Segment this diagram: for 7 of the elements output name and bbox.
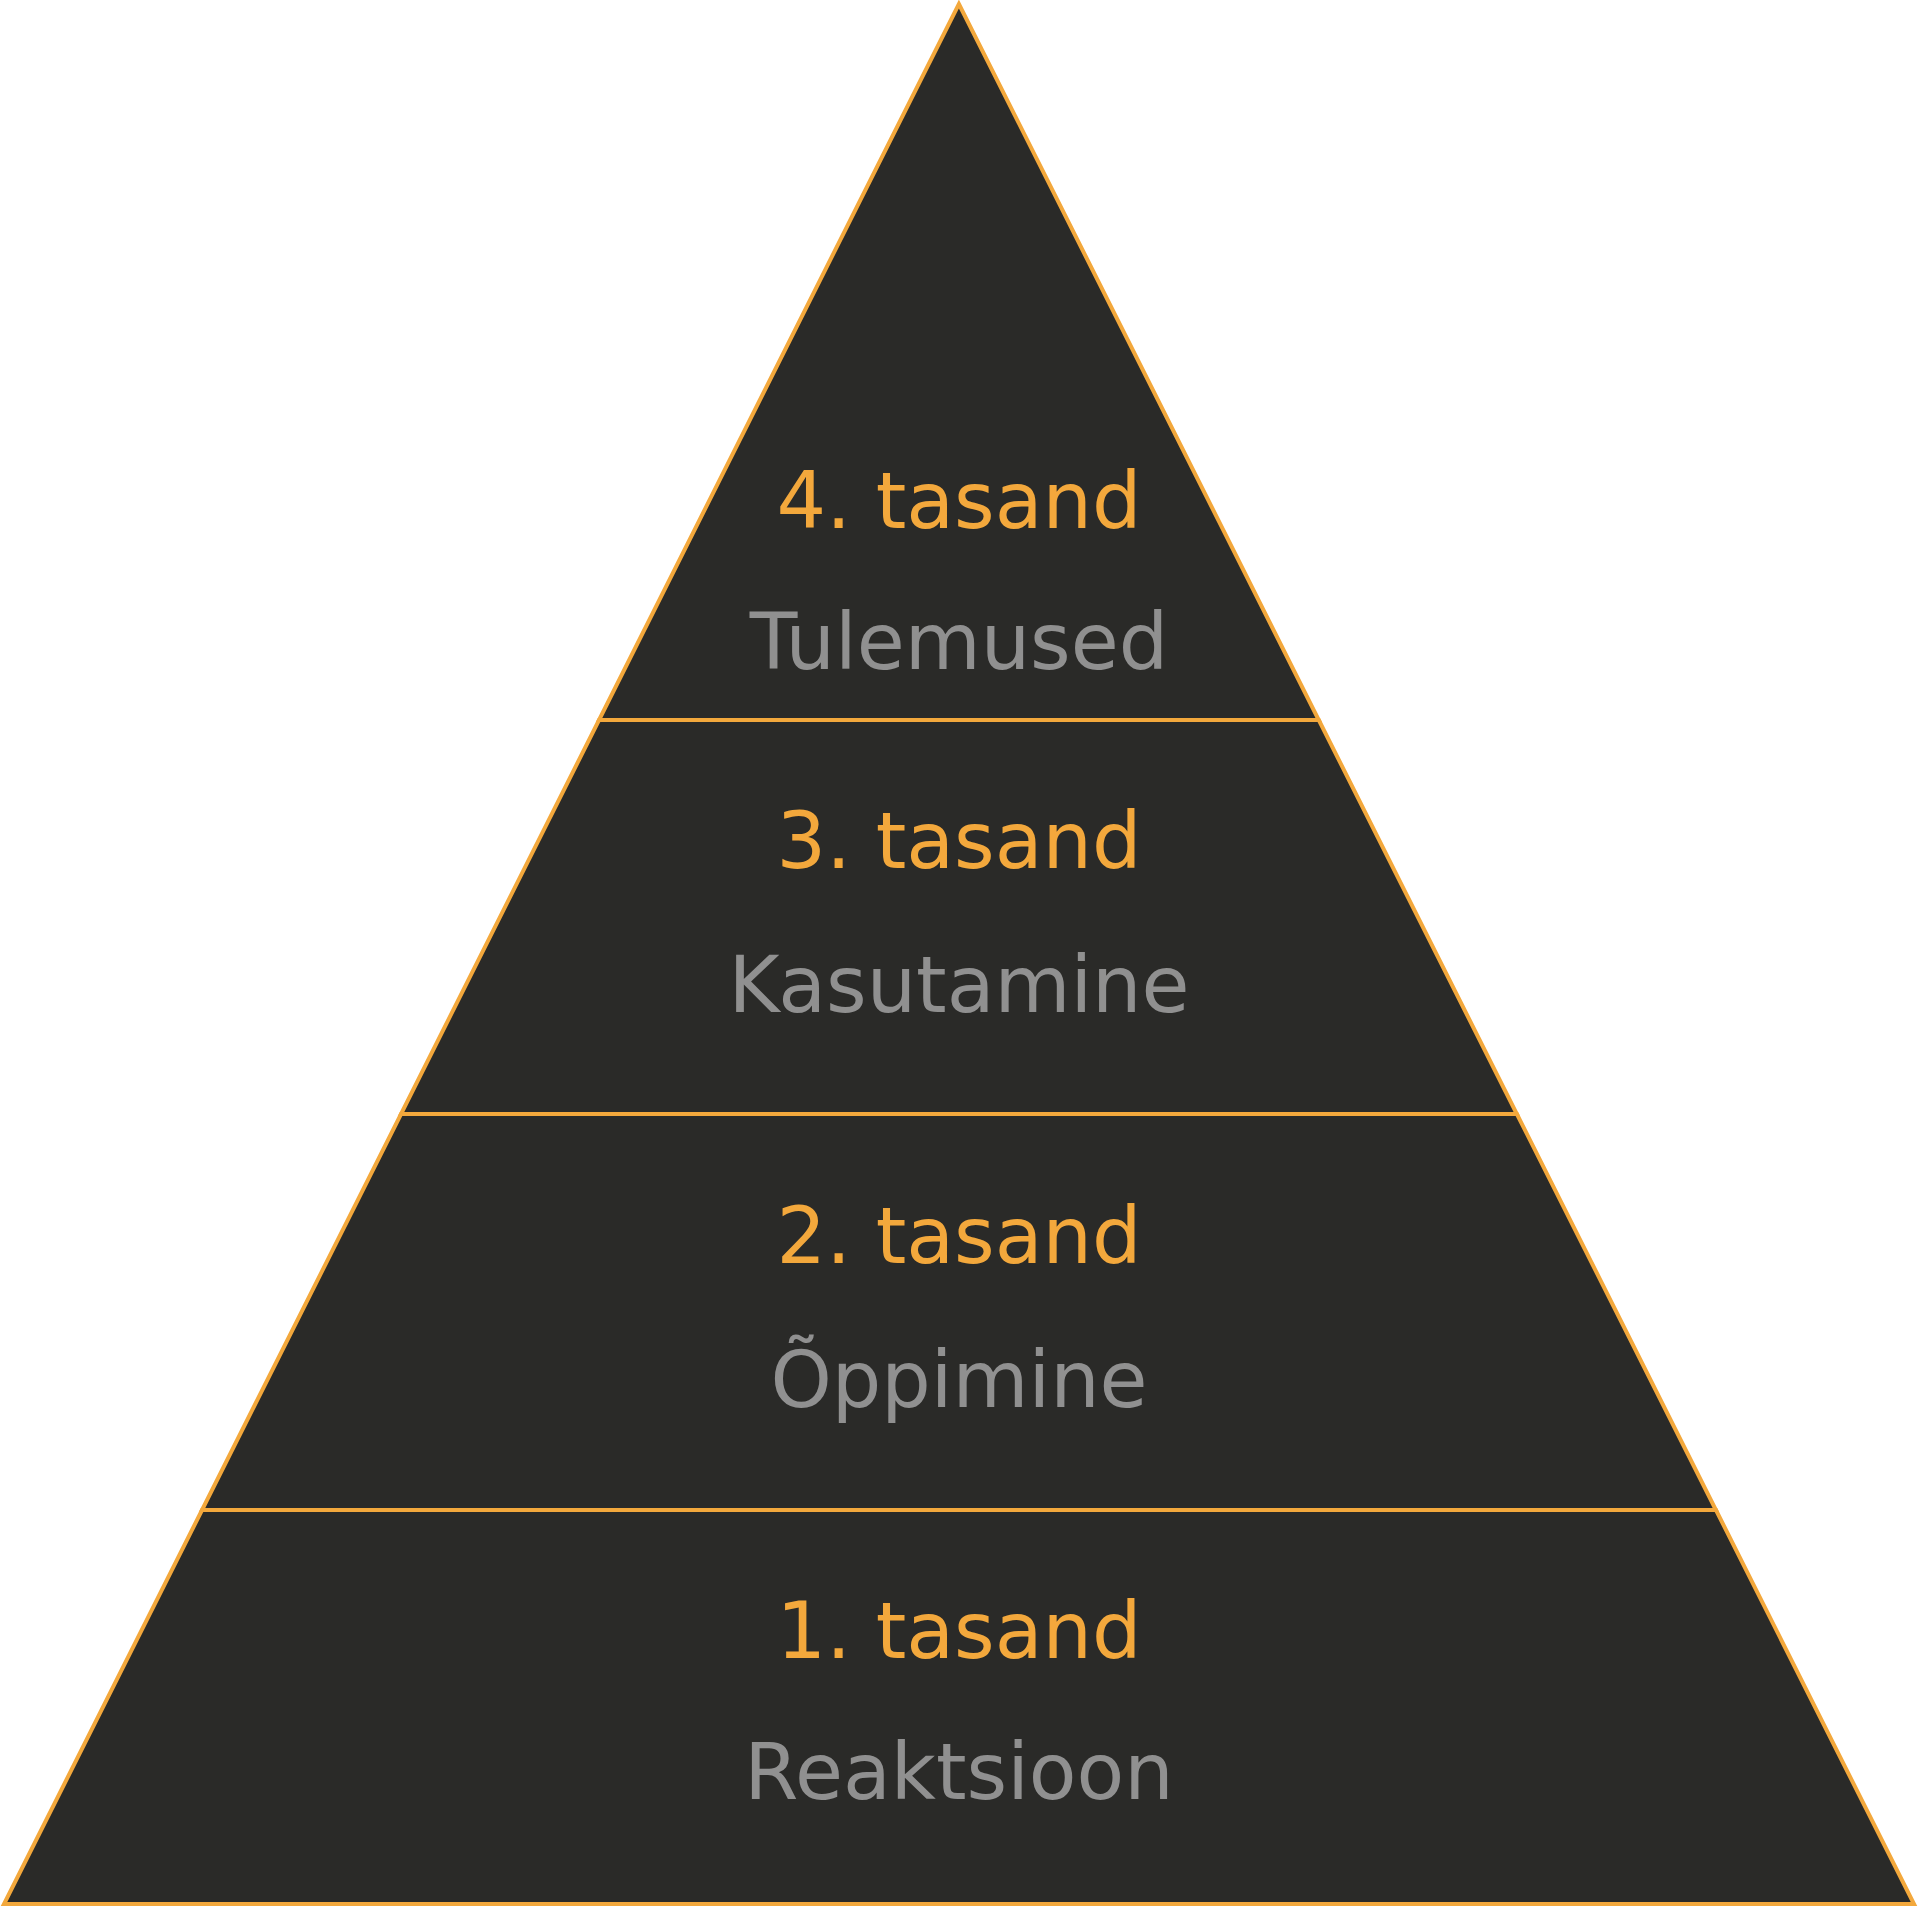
- level-name: Kasutamine: [727, 943, 1191, 1029]
- level-name: Reaktsioon: [743, 1730, 1175, 1816]
- level-name: Tulemused: [748, 600, 1170, 686]
- level-title: 3. tasand: [775, 799, 1143, 885]
- level-title: 1. tasand: [775, 1589, 1143, 1675]
- level-title: 4. tasand: [775, 459, 1143, 545]
- level-title: 2. tasand: [775, 1194, 1143, 1280]
